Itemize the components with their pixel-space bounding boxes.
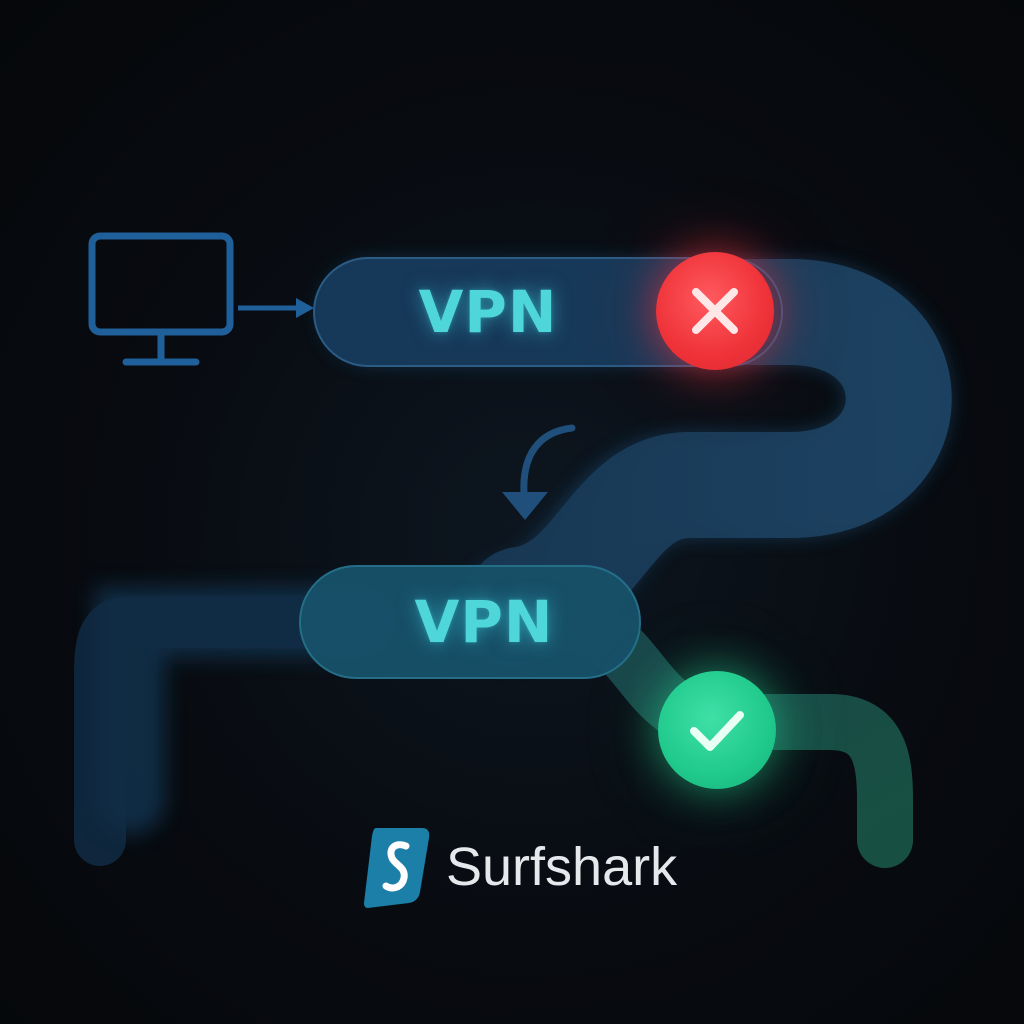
vpn-label-first: VPN	[418, 278, 558, 346]
surfshark-logo-icon	[364, 828, 430, 908]
vpn-node-second	[299, 565, 641, 679]
check-icon	[658, 671, 776, 789]
cross-icon	[656, 252, 774, 370]
brand-name: Surfshark	[446, 837, 678, 897]
arrow-to-vpn-icon	[238, 298, 314, 318]
left-branch-tunnel	[74, 596, 356, 866]
computer-monitor-icon	[88, 232, 234, 366]
curved-arrow-down-icon	[502, 424, 576, 520]
brand-lockup: Surfshark	[362, 824, 677, 910]
main-tunnel	[319, 259, 952, 653]
vpn-label-second: VPN	[414, 588, 554, 656]
